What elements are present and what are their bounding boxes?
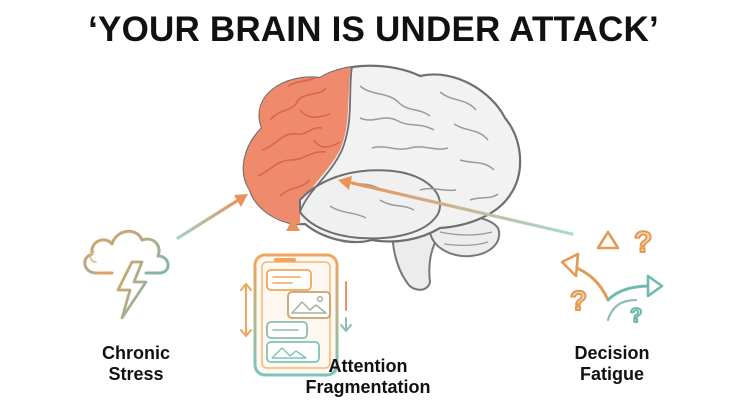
arrow-stress-to-brain [176,194,248,240]
label-chronic-stress: Chronic Stress [101,343,170,384]
label-decision-fatigue: Decision Fatigue [574,343,650,384]
smartphone-notifications-icon [240,253,352,377]
svg-text:?: ? [634,226,652,259]
svg-text:?: ? [630,305,642,327]
arrow-decision-to-brain [338,176,574,236]
brain-stem [390,224,442,291]
label-attention-fragmentation: Attention Fragmentation [305,356,431,397]
storm-cloud-lightning-icon [83,229,170,320]
branching-arrows-question-icon: ? ? ? [560,225,664,328]
page-title: ‘YOUR BRAIN IS UNDER ATTACK’ [88,10,659,49]
brain-illustration [242,64,522,291]
svg-text:?: ? [570,285,587,316]
arrow-attention-to-brain [286,218,300,258]
